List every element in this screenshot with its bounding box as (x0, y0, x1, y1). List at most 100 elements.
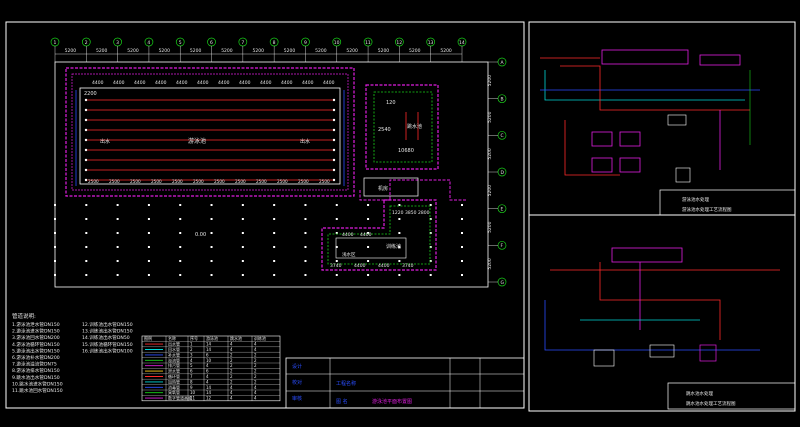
grid-bubble-label: 7 (241, 40, 244, 46)
training-shallow-label: 浅水区 (342, 251, 356, 258)
column-mark (429, 218, 432, 220)
pool-lane-dim: 4400 (113, 80, 125, 86)
column-mark (210, 260, 213, 262)
column-mark (461, 260, 463, 262)
legend-cell: 6 (190, 369, 193, 374)
column-mark (85, 274, 88, 276)
legend-note: 12.训练池出水管DN150 (82, 321, 133, 328)
pool-bottom-dim: 2500 (277, 179, 288, 184)
legend-cell: 回水管 (168, 346, 180, 352)
pool-lane-dim: 4400 (197, 80, 209, 86)
lane-inlet (332, 138, 336, 142)
column-mark (147, 260, 150, 262)
legend-cell: 7 (190, 374, 193, 379)
grid-dim-label: 5200 (253, 48, 265, 54)
legend-cell: 2 (230, 358, 233, 363)
grid-dim-label: 5200 (378, 48, 390, 54)
column-mark (367, 260, 370, 262)
pool-bottom-dim: 2500 (298, 179, 309, 184)
column-mark (335, 204, 338, 206)
legend-cell: 图例 (144, 335, 152, 341)
grid-dim-label: 5200 (65, 48, 77, 54)
legend-cell: 1 (190, 342, 193, 347)
grid-dim-label: 5200 (159, 48, 171, 54)
legend-cell: 出水管 (168, 341, 180, 347)
lane-inlet (84, 178, 88, 182)
legend-cell: 3 (190, 352, 193, 357)
pool-lane-dim: 4400 (134, 80, 146, 86)
column-mark (429, 246, 432, 248)
legend-note: 2.游泳池进水管DN150 (12, 328, 60, 335)
column-mark (179, 260, 182, 262)
main-pool-inlet-label-right: 出水 (300, 138, 310, 145)
legend-cell: 排污管 (168, 362, 180, 368)
column-mark (461, 274, 463, 276)
pool-lanes (75, 90, 345, 186)
legend-cell: 4 (254, 385, 257, 390)
grid-dim-label: 5200 (96, 48, 108, 54)
grid-dim-label: 5200 (487, 75, 493, 87)
title-label-a: 图 名 (336, 398, 348, 405)
grid-dim-label: 5200 (487, 185, 493, 197)
main-sheet-frame (5, 21, 525, 409)
top-right-process-diagram: 游泳池水处理 游泳池水处理工艺流程图 (540, 49, 796, 216)
column-mark (273, 246, 276, 248)
grid-bubble-label: 8 (273, 40, 276, 46)
column-mark (85, 260, 88, 262)
column-mark (398, 204, 401, 206)
grid-dim-label: 5200 (127, 48, 139, 54)
pool-lane-dim: 4400 (239, 80, 251, 86)
training-dim: 4400 (354, 263, 366, 269)
legend-note: 14.训练池出水管DN50 (82, 334, 130, 341)
legend-cell: 4 (206, 374, 209, 379)
legend-note: 5.游泳池出水管DN150 (12, 347, 60, 354)
pool-lane-dim: 4400 (176, 80, 188, 86)
column-mark (304, 274, 307, 276)
lane-inlet (332, 178, 336, 182)
training-dim: 2800 (418, 210, 430, 216)
legend-cell: 溢流管 (168, 357, 180, 363)
training-dim: 1220 (392, 210, 404, 216)
column-mark (179, 204, 182, 206)
legend-note: 1.游泳池泄水管DN150 (12, 321, 60, 328)
column-mark (429, 232, 432, 234)
lane-inlet (332, 148, 336, 152)
legend-note: 8.游泳池排水管DN150 (12, 367, 60, 374)
grid-dim-label: 5200 (487, 258, 493, 270)
column-mark (398, 232, 401, 234)
legend-note: 3.游泳池回水管DN200 (12, 334, 60, 341)
legend-cell: 补水管 (168, 351, 180, 357)
legend-cell: 2 (254, 379, 257, 384)
legend-cell: 泄水管 (168, 368, 180, 374)
pool-bottom-dim: 2500 (109, 179, 120, 184)
grid-bubble-label: 1 (54, 40, 57, 46)
legend-cell: 4 (230, 385, 233, 390)
legend-cell: 5 (190, 363, 193, 368)
grid-dim-label: 5200 (487, 221, 493, 233)
br-title-line2: 跳水池水处理工艺流程图 (686, 400, 736, 407)
pool-lane-dim: 4400 (218, 80, 230, 86)
column-mark (210, 232, 213, 234)
grid-dim-label: 5200 (487, 111, 493, 123)
legend-cell: 14 (206, 347, 212, 352)
pool-lane-dim: 4400 (260, 80, 272, 86)
column-mark (210, 246, 213, 248)
legend-notes-title: 管道说明: (12, 312, 36, 320)
pool-bottom-dim: 2500 (172, 179, 183, 184)
legend-cell: 2 (230, 369, 233, 374)
column-mark (147, 274, 150, 276)
lane-inlet (332, 98, 336, 102)
legend-cell: 跳水池 (230, 335, 242, 341)
legend-cell: 训练池 (254, 335, 266, 341)
legend-cell: 4 (230, 390, 233, 395)
column-mark (210, 204, 213, 206)
legend-cell: 4 (230, 347, 233, 352)
lane-inlet (84, 118, 88, 122)
column-mark (85, 218, 88, 220)
column-mark (335, 218, 338, 220)
column-mark (147, 246, 150, 248)
grid-bubble-label: 6 (210, 40, 213, 46)
legend-cell: 2 (254, 363, 257, 368)
